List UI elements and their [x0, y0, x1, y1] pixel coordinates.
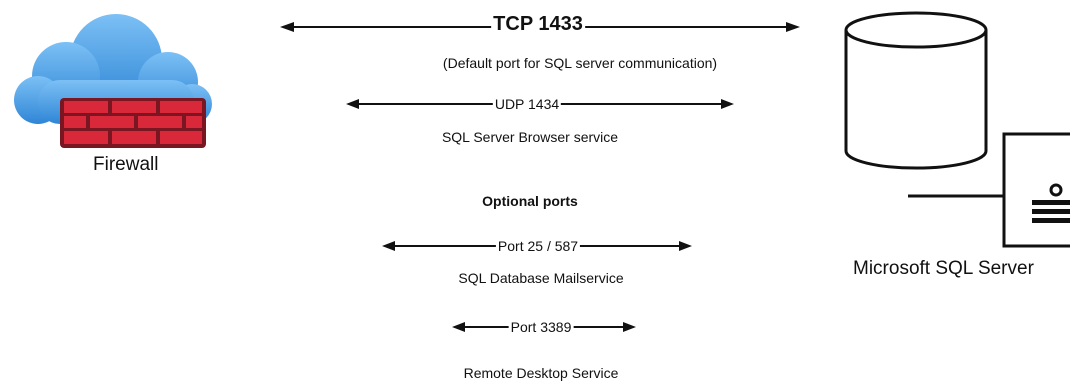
firewall-cloud-icon: [14, 14, 212, 148]
rdp-port-label: Port 3389: [508, 319, 574, 335]
firewall-label: Firewall: [93, 154, 159, 175]
server-icon: [908, 132, 1070, 248]
sql-server-label: Microsoft SQL Server: [853, 258, 1034, 279]
udp-description: SQL Server Browser service: [441, 129, 619, 145]
tcp-port-label: TCP 1433: [491, 13, 585, 36]
brick-wall-icon: [60, 98, 206, 148]
rdp-description: Remote Desktop Service: [463, 365, 619, 381]
optional-ports-heading: Optional ports: [482, 193, 578, 209]
udp-port-label: UDP 1434: [492, 96, 562, 112]
database-icon: [844, 11, 988, 170]
mail-description: SQL Database Mailservice: [458, 270, 624, 286]
mail-port-label: Port 25 / 587: [495, 238, 581, 254]
tcp-description: (Default port for SQL server communicati…: [442, 55, 718, 71]
